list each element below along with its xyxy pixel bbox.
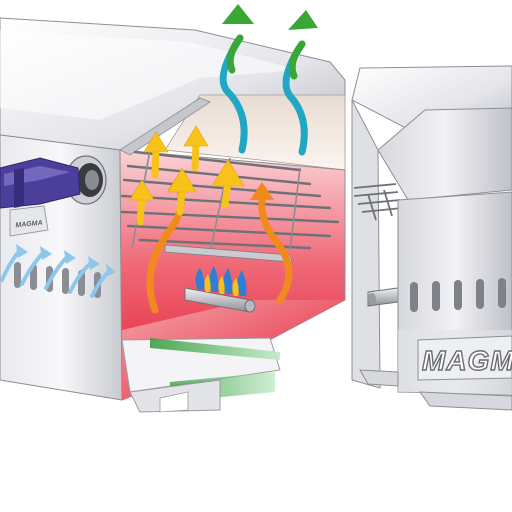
right-grill-rear xyxy=(351,99,381,389)
right-grill-closed: MAGMA xyxy=(351,65,512,411)
left-brand-badge: MAGMA xyxy=(9,205,49,237)
exhaust-arrows xyxy=(219,34,308,156)
bottom-green-airflow xyxy=(150,338,280,360)
right-grill-burner xyxy=(367,287,399,307)
right-brand-plate xyxy=(417,335,512,381)
left-grill-cutaway: MAGMA xyxy=(0,4,346,413)
hot-air-arrowheads xyxy=(129,125,245,201)
right-brand-label: MAGMA xyxy=(422,345,512,376)
right-grill-grate xyxy=(353,183,403,221)
knob-handle xyxy=(0,157,81,209)
right-grill-front-vents xyxy=(410,278,506,312)
left-brand-label: MAGMA xyxy=(15,220,43,230)
cool-air-arrowheads xyxy=(16,244,116,276)
left-grill-lid-front xyxy=(119,97,211,156)
exhaust-arrowheads xyxy=(222,4,318,30)
right-grill-foot-front xyxy=(418,391,512,411)
right-grill-lid-front xyxy=(377,107,512,201)
gas-burner xyxy=(184,287,256,313)
grate-rail xyxy=(164,244,293,263)
right-grill-foot-back xyxy=(359,369,399,387)
burner-flames xyxy=(195,266,247,296)
left-grill-lid-highlight xyxy=(0,30,300,120)
